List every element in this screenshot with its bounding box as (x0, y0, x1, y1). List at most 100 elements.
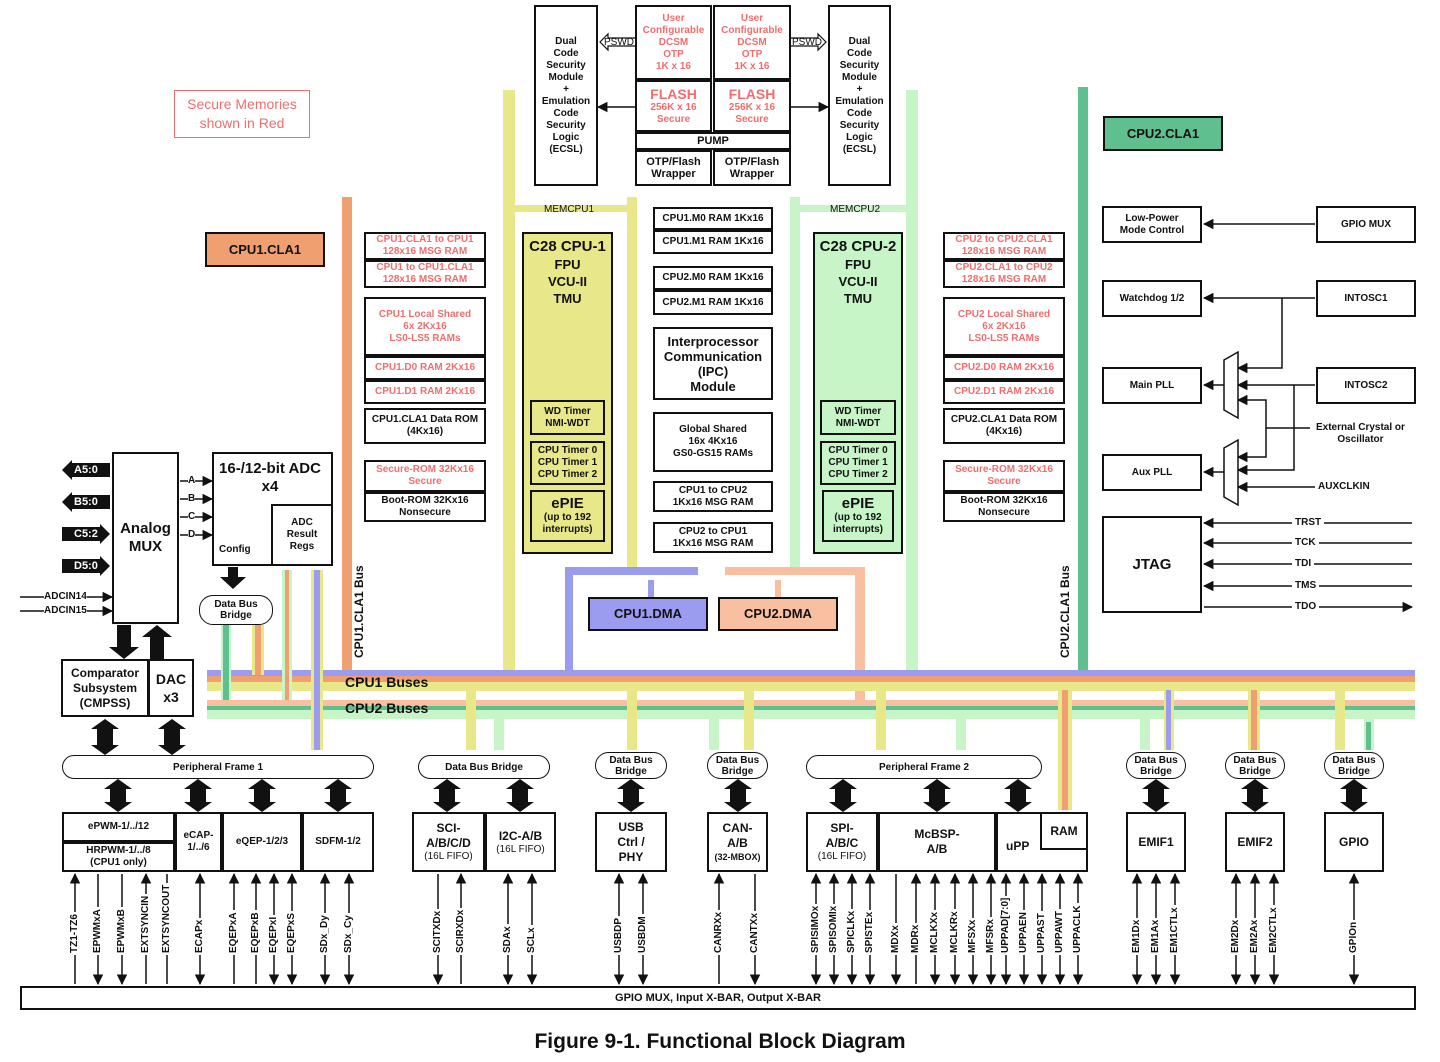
mux-output-a: A (188, 475, 196, 486)
cpu1-dma: CPU1.DMA (588, 597, 708, 631)
signal-label-21: SPISOMIx (828, 903, 839, 955)
cpu2-dma-link (775, 580, 781, 598)
signal-label-16: USBDP (613, 915, 624, 955)
cpu2-mem-5: CPU2.CLA1 Data ROM (4Kx16) (943, 408, 1065, 444)
pswd-label-left: PSWD (604, 37, 634, 48)
signal-label-1: EPWMxA (92, 907, 103, 955)
cpu1-dma-link (648, 580, 654, 598)
signal-label-17: USBDM (637, 914, 648, 955)
flash-right-detail: 256K x 16 Secure (728, 101, 776, 125)
cpu2-cla1-bus-line (1078, 87, 1088, 685)
signal-label-2: EPWMxB (116, 907, 127, 955)
thick-arrow-13 (1142, 779, 1170, 812)
thick-arrow-7 (506, 779, 534, 812)
low-power-mode-control: Low-Power Mode Control (1102, 206, 1202, 243)
mux-output-d: D (188, 529, 196, 540)
main-pll: Main PLL (1102, 367, 1202, 404)
ecap-block: eCAP- 1/../6 (175, 812, 222, 872)
analog-input-arrows (62, 460, 110, 576)
signal-label-3: EXTSYNCIN (140, 893, 151, 955)
cpu1-mem-2: CPU1 Local Shared 6x 2Kx16 LS0-LS5 RAMs (364, 297, 486, 356)
signal-label-34: UPPACLK (1072, 903, 1083, 955)
thick-arrow-4 (248, 779, 276, 812)
analog-input-0: A5:0 (74, 464, 98, 476)
analog-input-3: D5:0 (74, 560, 98, 572)
cpu1-cla1-block: CPU1.CLA1 (205, 232, 325, 267)
signal-label-31: UPPAEN (1018, 910, 1029, 955)
memcpu2-bus-top (800, 205, 906, 212)
clock-lines (1202, 218, 1315, 507)
usb-block: USB Ctrl / PHY (595, 812, 667, 872)
cpu2-epie-detail: (up to 192 interrupts) (833, 512, 883, 535)
i2c-block: I2C-A/B (16L FIFO) (485, 812, 556, 872)
signal-label-5: ECAPx (194, 917, 205, 955)
upp-ram: RAM (1040, 812, 1088, 850)
thick-arrow-6 (433, 779, 461, 812)
signal-label-19: CANTXx (749, 910, 760, 955)
signal-label-15: SCLx (526, 925, 537, 955)
analog-input-1: B5:0 (74, 496, 98, 508)
intosc1: INTOSC1 (1316, 280, 1416, 317)
cpu1-cla1-bus-line (342, 197, 352, 672)
sci-i2c-data-bus-bridge: Data Bus Bridge (418, 755, 550, 779)
dcsm-left: Dual Code Security Module + Emulation Co… (534, 5, 598, 186)
adc-data-bus-bridge: Data Bus Bridge (199, 595, 273, 625)
peripheral-thick-arrows (91, 719, 1368, 812)
signal-label-26: MCLKXx (929, 909, 940, 955)
i2c-title: I2C-A/B (498, 828, 543, 843)
global-shared-ram: Global Shared 16x 4Kx16 GS0-GS15 RAMs (653, 412, 773, 472)
cpu2-buses-label: CPU2 Buses (345, 700, 429, 716)
signal-label-30: UPPAD[7:0] (1000, 895, 1011, 955)
jtag-pin-tdi: TDI (1292, 558, 1315, 569)
jtag-pin-trst: TRST (1292, 517, 1325, 528)
jtag-pin-tck: TCK (1292, 537, 1319, 548)
memcpu1-bus-top (515, 205, 627, 212)
memcpu1-label: MEMCPU1 (544, 204, 595, 215)
cpu2-cla1-block: CPU2.CLA1 (1103, 116, 1223, 151)
gpio-mux-xbar: GPIO MUX, Input X-BAR, Output X-BAR (20, 986, 1416, 1010)
mux-output-c: C (188, 511, 196, 522)
adcin15-label: ADCIN15 (44, 605, 87, 616)
dcsm-otp-right: User Configurable DCSM OTP 1K x 16 (713, 5, 791, 80)
flash-right-title: FLASH (728, 85, 776, 102)
cpu1-mem-5: CPU1.CLA1 Data ROM (4Kx16) (364, 408, 486, 444)
thick-arrow-0 (91, 719, 119, 755)
sci-title: SCI- A/B/C/D (426, 821, 471, 850)
cpu2-bus-stripe-main (207, 710, 1415, 719)
signal-label-32: UPPAST (1036, 911, 1047, 955)
otp-flash-wrapper-right: OTP/Flash Wrapper (713, 150, 791, 186)
hrpwm-block: HRPWM-1/../8 (CPU1 only) (62, 842, 175, 872)
adcin14-label: ADCIN14 (44, 591, 87, 602)
memcpu2-bus-right (906, 90, 918, 672)
cpu2-mem-7: Boot-ROM 32Kx16 Nonsecure (943, 492, 1065, 522)
jtag-block: JTAG (1102, 516, 1202, 613)
signal-label-39: EM2Ax (1249, 917, 1260, 955)
signal-label-14: SDAx (502, 924, 513, 955)
signal-label-10: SDx_Dy (319, 913, 330, 955)
signal-label-23: SPISTEx (864, 909, 875, 955)
signal-label-11: SDx_Cy (343, 913, 354, 955)
spi-block: SPI- A/B/C (16L FIFO) (806, 812, 878, 872)
cpu2-to-cpu1-msg-ram: CPU2 to CPU1 1Kx16 MSG RAM (653, 522, 773, 553)
memcpu2-label: MEMCPU2 (830, 204, 881, 215)
signal-label-40: EM2CTLx (1268, 905, 1279, 955)
cpu2-mem-3: CPU2.D0 RAM 2Kx16 (943, 356, 1065, 380)
signal-label-8: EQEPxI (268, 914, 279, 955)
analog-input-2: C5:2 (74, 528, 98, 540)
signal-label-22: SPICLKx (846, 908, 857, 955)
external-crystal-label: External Crystal or Oscillator (1316, 422, 1405, 445)
thick-arrow-2 (104, 779, 132, 812)
dcsm-right: Dual Code Security Module + Emulation Co… (828, 5, 891, 186)
analog-mux: Analog MUX (112, 452, 179, 624)
sci-fifo: (16L FIFO) (424, 851, 473, 862)
epwm-block: ePWM-1/../12 (62, 812, 175, 842)
cpu2-epie: ePIE (up to 192 interrupts) (822, 490, 894, 542)
dcsm-otp-left: User Configurable DCSM OTP 1K x 16 (635, 5, 712, 80)
secure-memories-legend: Secure Memories shown in Red (174, 90, 310, 138)
adc-config-label: Config (219, 544, 251, 555)
upp-title: uPP (1006, 839, 1030, 853)
cpu1-core-title: C28 CPU-1 (529, 238, 606, 255)
cpu2-cla1-bus-label: CPU2.CLA1 Bus (1058, 563, 1072, 660)
cpu1-mem-6: Secure-ROM 32Kx16 Secure (364, 460, 486, 492)
ipc-module: Interprocessor Communication (IPC) Modul… (653, 327, 773, 400)
